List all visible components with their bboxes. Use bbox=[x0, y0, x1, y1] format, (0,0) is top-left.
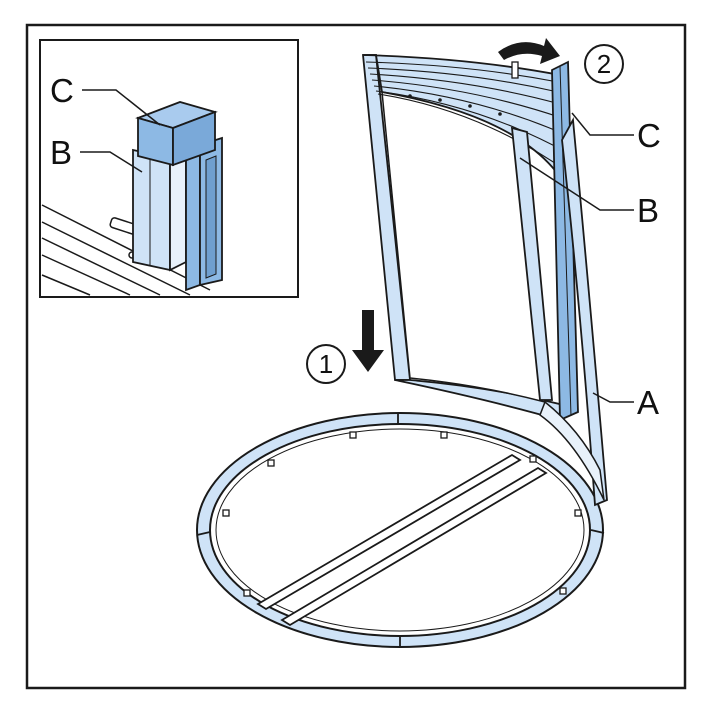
door-panel bbox=[362, 54, 608, 507]
main-label-c: C bbox=[637, 117, 661, 154]
inset-c-leader bbox=[82, 89, 161, 126]
arrow-down-icon bbox=[352, 310, 384, 372]
inset-profile-b bbox=[132, 148, 187, 272]
inset-label-c: C bbox=[50, 72, 74, 109]
step-2-number: 2 bbox=[597, 49, 611, 79]
profile-b bbox=[510, 126, 553, 401]
detail-inset bbox=[39, 39, 299, 298]
main-a-leader bbox=[592, 392, 634, 403]
main-label-a: A bbox=[637, 384, 659, 421]
inset-label-b: B bbox=[50, 134, 72, 171]
curved-arrow-right-icon bbox=[498, 38, 560, 64]
main-c-leader bbox=[571, 112, 634, 136]
step-2-circle bbox=[584, 44, 624, 84]
step-1-number: 1 bbox=[319, 349, 333, 379]
inset-b-leader bbox=[80, 151, 143, 173]
main-label-b: B bbox=[637, 192, 659, 229]
main-b-leader bbox=[519, 157, 634, 211]
step-1-circle bbox=[306, 344, 346, 384]
base-ring bbox=[196, 412, 605, 648]
inset-profile-c bbox=[135, 101, 223, 292]
